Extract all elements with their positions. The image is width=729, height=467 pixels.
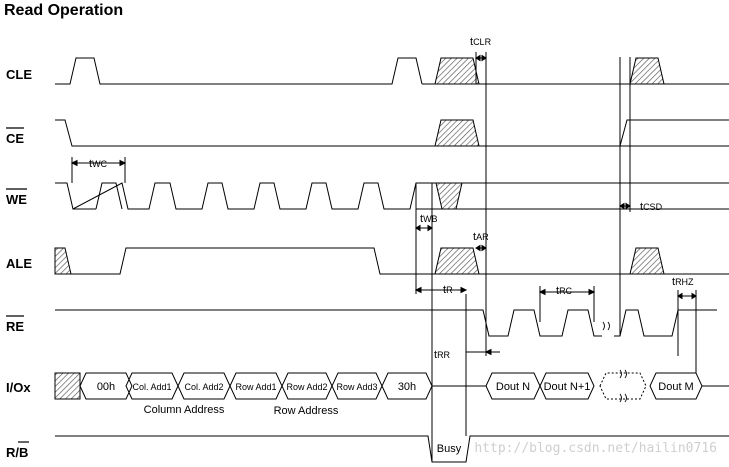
io-cycle-label: Dout M bbox=[658, 381, 693, 393]
twc-arrowheads bbox=[70, 159, 127, 167]
busy-label: Busy bbox=[437, 443, 462, 455]
trhz-label: tRHZ bbox=[672, 276, 694, 288]
tr-arrowheads bbox=[414, 286, 468, 294]
cle-hatched-region bbox=[434, 57, 480, 85]
watermark: http://blog.csdn.net/hailin0716 bbox=[474, 441, 717, 456]
we-hatched-region bbox=[435, 182, 463, 210]
signal-label-ale: ALE bbox=[6, 256, 32, 271]
io-cycle-label: 30h bbox=[398, 381, 416, 393]
io-cycle-label: Col. Add1 bbox=[132, 382, 171, 392]
row-address-label: Row Address bbox=[274, 405, 339, 417]
signal-label-rb: R/B bbox=[6, 445, 28, 460]
rb-waveform bbox=[55, 435, 729, 463]
re-waveform bbox=[55, 309, 602, 337]
trr-arrowhead bbox=[484, 348, 492, 356]
column-address-label: Column Address bbox=[144, 404, 225, 416]
ale-hatched-region bbox=[434, 247, 480, 275]
tcsd-label: tCSD bbox=[640, 201, 663, 213]
io-cycle-label: 00h bbox=[97, 381, 115, 393]
trc-label: tRC bbox=[556, 285, 573, 297]
tar-label: tAR bbox=[473, 231, 489, 243]
tr-label: tR bbox=[443, 284, 453, 296]
io-cycle-dout-n1 bbox=[539, 372, 595, 400]
io-hatched-start bbox=[54, 372, 81, 400]
tcsd-arrowheads bbox=[619, 202, 631, 210]
ce-hatched-region bbox=[434, 119, 480, 147]
tclr-label: tCLR bbox=[470, 36, 492, 48]
io-cycle-label: Dout N+1 bbox=[544, 381, 591, 393]
diagram-title: Read Operation bbox=[4, 2, 123, 19]
ce-waveform bbox=[55, 119, 620, 147]
tclr-arrowheads bbox=[475, 54, 487, 62]
twc-label: tWC bbox=[89, 158, 108, 170]
cle-waveform bbox=[55, 57, 423, 85]
signal-label-cle: CLE bbox=[6, 67, 32, 82]
cle-hatched-region-end bbox=[629, 57, 665, 85]
ale-hatched-region-end bbox=[629, 247, 665, 275]
io-cycle-label: Col. Add2 bbox=[184, 382, 223, 392]
trc-arrowheads bbox=[538, 288, 596, 296]
io-cycle-00h bbox=[79, 372, 133, 400]
trhz-arrowheads bbox=[677, 292, 697, 300]
tar-arrowheads bbox=[475, 244, 487, 252]
io-cycle-dout-m bbox=[649, 372, 703, 400]
signal-label-we: WE bbox=[6, 192, 27, 207]
io-break-mark-bottom bbox=[619, 393, 627, 403]
io-cycle-gap bbox=[599, 372, 647, 400]
ale-hatched-start bbox=[54, 247, 72, 275]
twb-arrowheads bbox=[415, 224, 433, 232]
we-waveform bbox=[55, 182, 729, 210]
io-cycle-label: Row Add1 bbox=[235, 382, 276, 392]
io-cycle-label: Row Add3 bbox=[336, 382, 377, 392]
signal-label-io: I/Ox bbox=[6, 380, 31, 395]
io-break-mark-top bbox=[619, 369, 627, 379]
re-break-mark bbox=[602, 321, 610, 331]
signal-label-ce: CE bbox=[6, 131, 24, 146]
io-cycle-label: Dout N bbox=[496, 381, 530, 393]
io-cycle-label: Row Add2 bbox=[286, 382, 327, 392]
re-waveform-tail bbox=[614, 309, 717, 337]
twb-label: tWB bbox=[420, 213, 438, 225]
we-pulse-2 bbox=[95, 182, 123, 210]
ale-waveform bbox=[65, 247, 729, 275]
ce-rise bbox=[619, 119, 729, 147]
signal-label-re: RE bbox=[6, 319, 24, 334]
trr-label: tRR bbox=[434, 349, 451, 361]
